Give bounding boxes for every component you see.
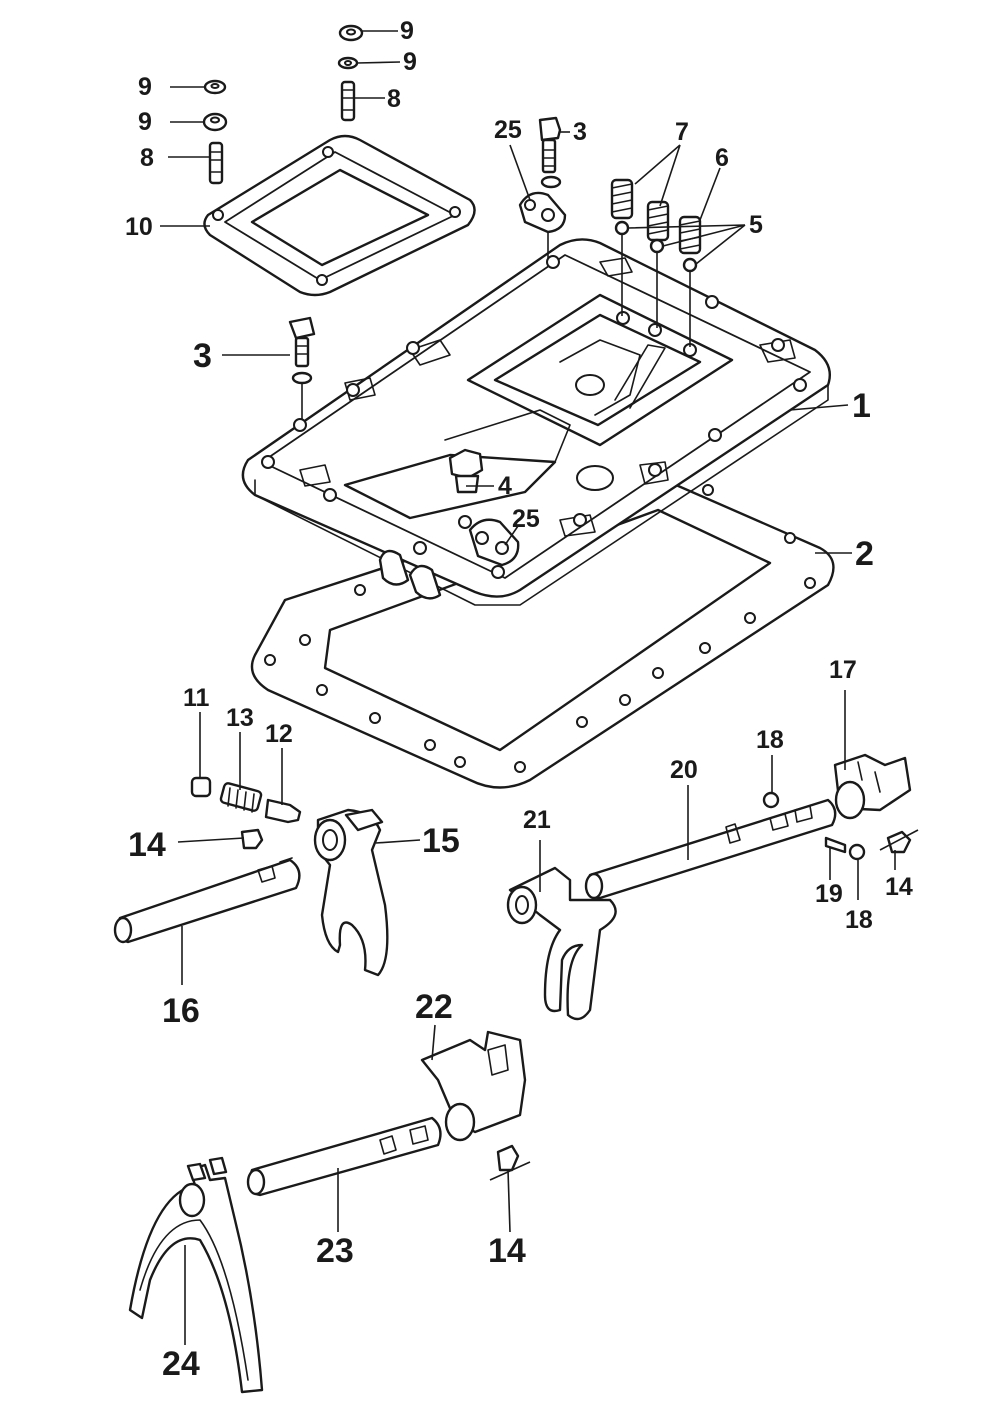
label-25-top: 25 xyxy=(494,116,522,144)
ball-18-top xyxy=(762,791,780,809)
label-18-bottom: 18 xyxy=(845,906,873,934)
shift-fork-21 xyxy=(506,866,617,1021)
spring-7-a xyxy=(610,178,634,220)
label-14-bottom: 14 xyxy=(488,1232,526,1270)
label-10: 10 xyxy=(125,213,153,241)
label-7: 7 xyxy=(675,118,689,146)
plug-11 xyxy=(190,776,212,798)
label-3-left: 3 xyxy=(193,337,212,375)
label-11: 11 xyxy=(183,684,210,712)
spring-13 xyxy=(219,782,263,813)
ball-18-bottom xyxy=(848,843,866,861)
bolt-3-top xyxy=(538,116,562,189)
stud-8-top xyxy=(340,80,356,122)
pin-19 xyxy=(824,836,847,854)
label-14-right: 14 xyxy=(885,873,913,901)
spring-6 xyxy=(678,215,702,255)
nut-9-left-b xyxy=(202,112,228,132)
shift-rod-16 xyxy=(113,857,301,944)
part-labels: 9 9 8 9 9 8 10 25 3 7 6 5 3 1 4 25 2 11 … xyxy=(125,17,913,1383)
label-16: 16 xyxy=(162,992,200,1030)
label-8-left: 8 xyxy=(140,144,154,172)
label-9-washer: 9 xyxy=(403,48,417,76)
label-9-top: 9 xyxy=(400,17,414,45)
label-9-left-b: 9 xyxy=(138,108,152,136)
label-5: 5 xyxy=(749,211,763,239)
label-25-lower: 25 xyxy=(512,505,540,533)
filler-plug xyxy=(448,448,484,494)
shift-lug-17 xyxy=(833,753,912,820)
pin-12 xyxy=(264,798,302,824)
label-15: 15 xyxy=(422,822,460,860)
label-24: 24 xyxy=(162,1345,200,1383)
shift-fork-15 xyxy=(313,808,389,977)
screw-14-left xyxy=(240,828,264,850)
nut-9-left-a xyxy=(203,79,227,95)
label-3-top: 3 xyxy=(573,118,587,146)
screw-14-right xyxy=(879,829,919,854)
screw-14-bottom xyxy=(489,1144,531,1181)
label-12: 12 xyxy=(265,720,293,748)
label-22: 22 xyxy=(415,988,453,1026)
label-20: 20 xyxy=(670,756,698,784)
small-cover-plate xyxy=(203,134,476,297)
label-8-top: 8 xyxy=(387,85,401,113)
top-cover-plate xyxy=(241,238,832,606)
shift-rod-20 xyxy=(584,798,837,900)
label-19: 19 xyxy=(815,880,843,908)
label-13: 13 xyxy=(226,704,254,732)
label-21: 21 xyxy=(523,806,551,834)
stud-8-left xyxy=(208,141,224,185)
label-4: 4 xyxy=(498,472,512,500)
label-14-left: 14 xyxy=(128,826,166,864)
bolt-3-left xyxy=(288,316,316,385)
spring-7-b xyxy=(646,200,670,242)
label-9-left-a: 9 xyxy=(138,73,152,101)
drop-lines xyxy=(301,232,691,420)
label-6: 6 xyxy=(715,144,729,172)
lock-plate-top xyxy=(518,191,567,234)
label-17: 17 xyxy=(829,656,857,684)
washer-9-top xyxy=(337,56,359,70)
label-23: 23 xyxy=(316,1232,354,1270)
label-2: 2 xyxy=(855,535,874,573)
nut-9-top xyxy=(338,24,364,42)
shift-lug-22 xyxy=(420,1030,527,1142)
lower-gasket xyxy=(250,476,835,789)
shift-rod-23 xyxy=(246,1116,442,1197)
shift-fork-24 xyxy=(128,1156,264,1394)
label-18-top: 18 xyxy=(756,726,784,754)
label-1: 1 xyxy=(852,387,871,425)
leader-lines xyxy=(160,30,896,1345)
